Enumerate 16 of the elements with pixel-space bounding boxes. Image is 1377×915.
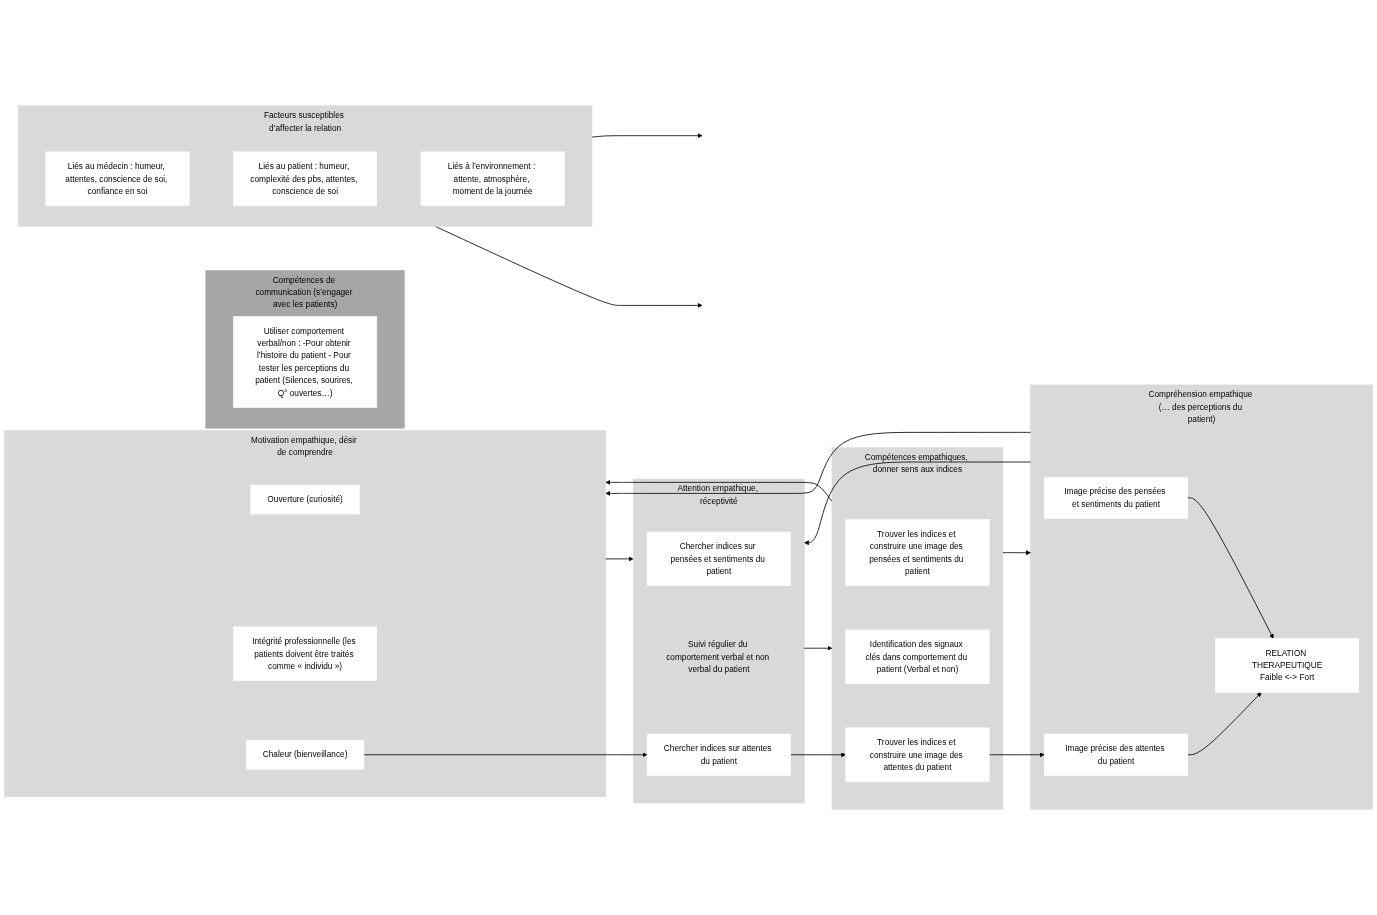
node-box: Liés au médecin : humeur, attentes, conscience de soi, confiance en soi — [45, 151, 190, 206]
node-box: Identification des signaux clés dans comportement du patient (Verbal et non) — [845, 629, 990, 684]
node-box: Intégrité professionnelle (les patients doivent être traités comme « individu ») — [233, 626, 378, 681]
node-box: Liés au patient : humeur, complexité des pbs, attentes, conscience de soi — [233, 151, 378, 206]
node-text: Suivi régulier du comportement verbal et non verbal du patient — [666, 639, 770, 674]
node-box: Liés à l’environnement : attente, atmosphère, moment de la journée — [420, 151, 565, 206]
node-box: Trouver les indices et construire une image des attentes du patient — [845, 727, 990, 782]
node-box: Chercher indices sur attentes du patient — [646, 733, 791, 776]
node-box: Ouverture (curiosité) — [250, 484, 360, 515]
node-box: Chercher indices sur pensées et sentiments du patient — [646, 531, 791, 587]
node-box: RELATION THERAPEUTIQUE Faible <-> Fort — [1215, 638, 1360, 693]
node-box: Image précise des attentes du patient — [1044, 733, 1189, 776]
node-box: Utiliser comportement verbal/non : -Pour obtenir l’histoire du patient - Pour tester les perceptions du patient (Silences, sourires, Q° ouvertes…) — [233, 316, 378, 408]
node-box: Image précise des pensées et sentiments du patient — [1044, 476, 1189, 519]
node-box: Chaleur (bienveillance) — [245, 740, 365, 770]
node-box: Trouver les indices et construire une image des pensées et sentiments du patient — [845, 519, 990, 587]
